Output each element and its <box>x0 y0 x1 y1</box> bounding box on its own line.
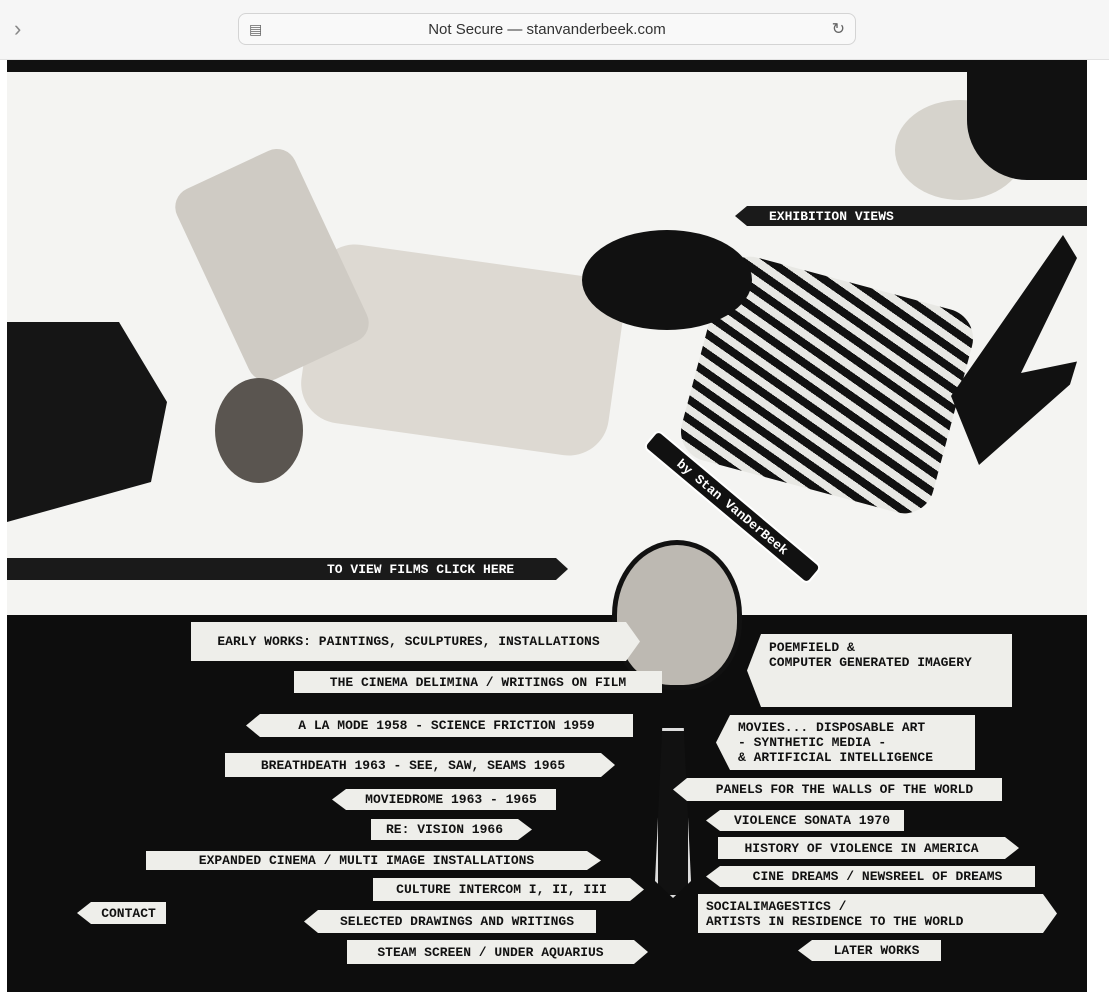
menu-violence-sonata[interactable]: VIOLENCE SONATA 1970 <box>706 810 904 831</box>
menu-movies-disposable-art[interactable]: MOVIES... DISPOSABLE ART - SYNTHETIC MED… <box>716 715 975 770</box>
bald-head-figure <box>215 378 303 483</box>
menu-early-works[interactable]: EARLY WORKS: PAINTINGS, SCULPTURES, INST… <box>191 622 640 661</box>
menu-expanded-cinema[interactable]: EXPANDED CINEMA / MULTI IMAGE INSTALLATI… <box>146 851 601 870</box>
menu-steam-screen[interactable]: STEAM SCREEN / UNDER AQUARIUS <box>347 940 648 964</box>
hat-top-figure <box>967 60 1087 180</box>
exhibition-views-link[interactable]: EXHIBITION VIEWS <box>735 206 1087 226</box>
reload-icon[interactable]: ↻ <box>831 21 845 38</box>
chevron-right-icon[interactable]: › <box>14 16 22 41</box>
menu-cine-dreams[interactable]: CINE DREAMS / NEWSREEL OF DREAMS <box>706 866 1035 887</box>
laughing-man-figure <box>612 540 742 690</box>
menu-panels[interactable]: PANELS FOR THE WALLS OF THE WORLD <box>673 778 1002 801</box>
address-bar[interactable]: ▤ Not Secure — stanvanderbeek.com ↻ <box>238 13 856 45</box>
menu-poemfield[interactable]: POEMFIELD & COMPUTER GENERATED IMAGERY <box>747 634 1012 707</box>
menu-later-works[interactable]: LATER WORKS <box>798 940 941 961</box>
page-icon[interactable]: ▤ <box>249 21 263 37</box>
menu-socialimagestics[interactable]: SOCIALIMAGESTICS / ARTISTS IN RESIDENCE … <box>698 894 1057 933</box>
top-strip <box>7 60 1087 72</box>
browser-toolbar: › ▤ Not Secure — stanvanderbeek.com ↻ <box>0 0 1109 60</box>
menu-cinema-delimina[interactable]: THE CINEMA DELIMINA / WRITINGS ON FILM <box>294 671 662 693</box>
menu-a-la-mode[interactable]: A LA MODE 1958 - SCIENCE FRICTION 1959 <box>246 714 633 737</box>
menu-culture-intercom[interactable]: CULTURE INTERCOM I, II, III <box>373 878 644 901</box>
menu-moviedrome[interactable]: MOVIEDROME 1963 - 1965 <box>332 789 556 810</box>
url-text: Not Secure — stanvanderbeek.com <box>428 21 666 38</box>
collage: EXHIBITION VIEWS TO VIEW FILMS CLICK HER… <box>7 60 1087 992</box>
menu-selected-drawings[interactable]: SELECTED DRAWINGS AND WRITINGS <box>304 910 596 933</box>
coat-figure <box>7 322 167 522</box>
hat-figure <box>582 230 752 330</box>
menu-contact[interactable]: CONTACT <box>77 902 166 924</box>
view-films-link[interactable]: TO VIEW FILMS CLICK HERE <box>7 558 568 580</box>
menu-re-vision[interactable]: RE: VISION 1966 <box>371 819 532 840</box>
menu-history-of-violence[interactable]: HISTORY OF VIOLENCE IN AMERICA <box>718 837 1019 859</box>
menu-breathdeath[interactable]: BREATHDEATH 1963 - SEE, SAW, SEAMS 1965 <box>225 753 615 777</box>
